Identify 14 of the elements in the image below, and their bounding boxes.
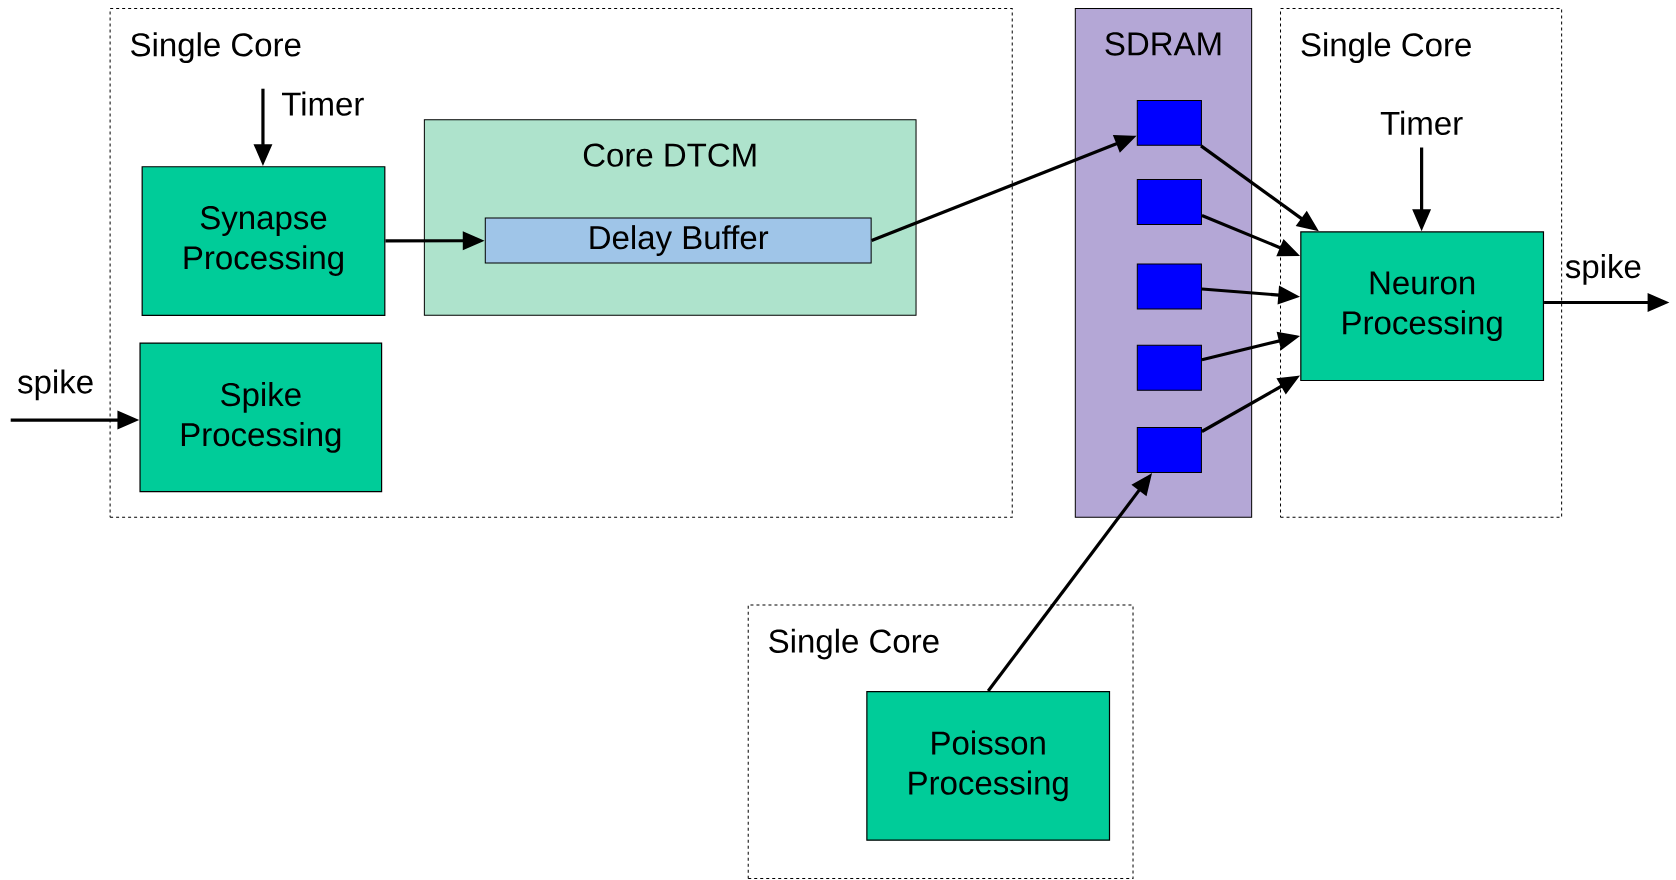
memory-block: [1136, 179, 1202, 225]
process-box: Synapse Processing: [141, 166, 386, 316]
edge-label: Timer: [280, 90, 366, 117]
process-box: Poisson Processing: [866, 690, 1111, 841]
process-box: Neuron Processing: [1300, 231, 1545, 382]
edge-label: Timer: [1379, 109, 1465, 137]
memory-block: [1136, 427, 1202, 473]
memory-block: [1136, 263, 1202, 310]
buffer-box: Delay Buffer: [484, 217, 872, 264]
memory-block: [1136, 344, 1202, 391]
process-box: Spike Processing: [139, 342, 383, 493]
edge-label: spike: [1563, 253, 1643, 286]
edge-label: spike: [16, 368, 96, 402]
memory-block: [1136, 99, 1202, 146]
